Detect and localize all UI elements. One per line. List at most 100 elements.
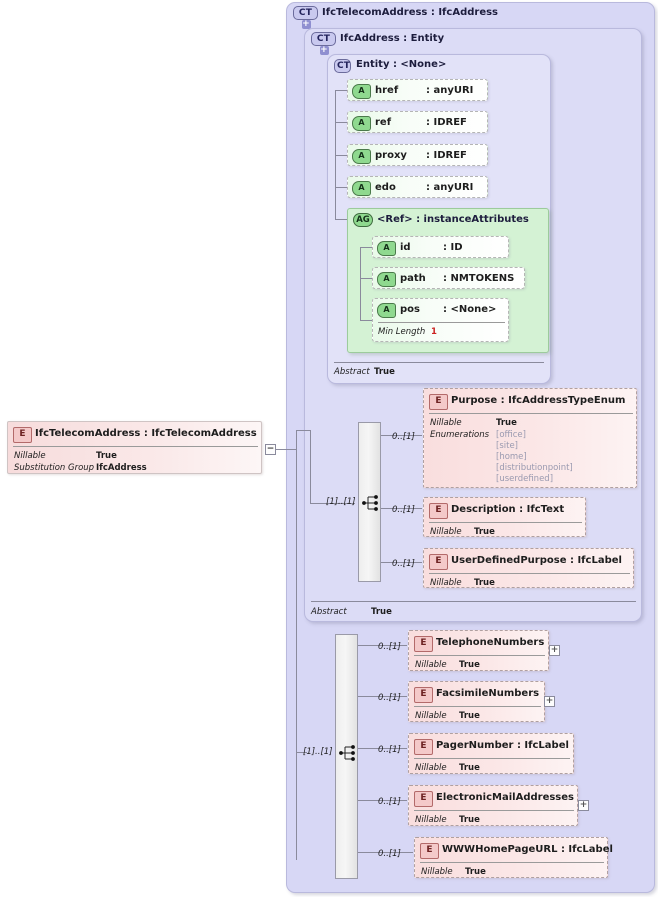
prop-value-nillable: True	[459, 763, 480, 773]
attribute-id[interactable]: A id : ID	[372, 236, 509, 258]
element-userdefinedpurpose[interactable]: E UserDefinedPurpose : IfcLabel Nillable…	[423, 548, 634, 588]
sequence-occurrence-upper: [1]..[1]	[326, 497, 356, 507]
element-separator	[429, 573, 630, 574]
abstract-separator-inner	[334, 362, 544, 363]
attribute-badge-icon: A	[352, 149, 371, 164]
container-title-middle: IfcAddress : Entity	[340, 33, 445, 44]
element-separator	[420, 862, 604, 863]
connector-branch-upper	[296, 430, 310, 431]
prop-value-nillable: True	[459, 711, 480, 721]
attribute-name: proxy	[375, 150, 407, 161]
element-purpose[interactable]: E Purpose : IfcAddressTypeEnum Nillable …	[423, 388, 637, 488]
element-wwwhomepageurl[interactable]: E WWWHomePageURL : IfcLabel Nillable Tru…	[414, 837, 613, 878]
attribute-name: href	[375, 85, 399, 96]
sequence-compositor-upper[interactable]	[358, 422, 381, 582]
prop-key-nillable: Nillable	[430, 527, 462, 537]
element-badge-icon: E	[420, 843, 439, 859]
connector-ag-trunk	[360, 247, 361, 320]
element-telephonenumbers[interactable]: E TelephoneNumbers Nillable True	[408, 630, 549, 671]
occurrence-telephonenumbers: 0..[1]	[378, 642, 401, 652]
element-separator	[414, 655, 545, 656]
element-title-userdefinedpurpose: UserDefinedPurpose : IfcLabel	[451, 555, 622, 566]
element-badge-icon: E	[414, 636, 433, 652]
element-separator	[13, 446, 258, 447]
attribute-ref[interactable]: A ref : IDREF	[347, 111, 488, 133]
attribute-href[interactable]: A href : anyURI	[347, 79, 488, 101]
occurrence-electronicmailaddresses: 0..[1]	[378, 797, 401, 807]
element-separator	[429, 413, 633, 414]
connector-root-to-container	[276, 449, 286, 450]
occurrence-wwwhomepageurl: 0..[1]	[378, 849, 401, 859]
prop-value-nillable: True	[496, 418, 517, 428]
occurrence-description: 0..[1]	[392, 505, 415, 515]
attribute-badge-icon: A	[352, 84, 371, 99]
sequence-occurrence-lower: [1]..[1]	[303, 747, 333, 757]
container-title-outer: IfcTelecomAddress : IfcAddress	[322, 7, 499, 18]
expand-toggle-facsimilenumbers[interactable]: +	[544, 696, 555, 707]
expand-plus-icon-outer[interactable]: +	[301, 19, 311, 29]
attribute-name: id	[400, 242, 411, 253]
attribute-path[interactable]: A path : NMTOKENS	[372, 267, 525, 289]
element-pagernumber[interactable]: E PagerNumber : IfcLabel Nillable True	[408, 733, 574, 774]
attribute-group-title: <Ref> : instanceAttributes	[377, 214, 529, 225]
element-title-pagernumber: PagerNumber : IfcLabel	[436, 740, 569, 751]
enum-site: [site]	[496, 441, 518, 451]
attribute-badge-icon: A	[377, 303, 396, 318]
abstract-value-middle: True	[371, 607, 392, 617]
complextype-badge-middle: CT+	[311, 32, 336, 55]
attribute-pos[interactable]: A pos : <None> Min Length 1	[372, 298, 509, 342]
collapse-toggle-root[interactable]: −	[265, 444, 276, 455]
element-facsimilenumbers[interactable]: E FacsimileNumbers Nillable True	[408, 681, 545, 722]
expand-toggle-telephonenumbers[interactable]: +	[549, 645, 560, 656]
occurrence-userdefinedpurpose: 0..[1]	[392, 559, 415, 569]
connector-outer-entry	[286, 449, 296, 450]
element-badge-icon: E	[414, 791, 433, 807]
root-element-ifctelecomaddress[interactable]: E IfcTelecomAddress : IfcTelecomAddress …	[7, 421, 262, 474]
enum-userdefined: [userdefined]	[496, 474, 554, 484]
element-description[interactable]: E Description : IfcText Nillable True	[423, 497, 586, 537]
connector-to-sequence-lower	[296, 752, 307, 753]
sequence-icon-lower	[339, 745, 355, 761]
attribute-name: ref	[375, 117, 392, 128]
root-element-title: IfcTelecomAddress : IfcTelecomAddress	[35, 428, 257, 439]
attribute-type: : anyURI	[426, 85, 474, 96]
enum-home: [home]	[496, 452, 527, 462]
connector-edo	[335, 187, 347, 188]
attribute-name: path	[400, 273, 426, 284]
occurrence-pagernumber: 0..[1]	[378, 745, 401, 755]
element-electronicmailaddresses[interactable]: E ElectronicMailAddresses Nillable True	[408, 785, 578, 826]
connector-userdefinedpurpose	[381, 562, 422, 563]
element-separator	[414, 706, 541, 707]
expand-toggle-electronicmailaddresses[interactable]: +	[578, 800, 589, 811]
prop-key-enumerations: Enumerations	[430, 430, 490, 440]
element-title-telephonenumbers: TelephoneNumbers	[436, 637, 545, 648]
sequence-compositor-lower[interactable]	[335, 634, 358, 879]
connector-upper-drop	[310, 430, 311, 504]
attribute-edo[interactable]: A edo : anyURI	[347, 176, 488, 198]
prop-key-nillable: Nillable	[415, 711, 447, 721]
prop-key-nillable: Nillable	[415, 815, 447, 825]
occurrence-facsimilenumbers: 0..[1]	[378, 693, 401, 703]
prop-value-nillable: True	[459, 815, 480, 825]
abstract-separator-middle	[311, 601, 636, 602]
expand-plus-icon-middle[interactable]: +	[319, 45, 329, 55]
enum-distributionpoint: [distributionpoint]	[496, 463, 573, 473]
element-badge-icon: E	[13, 427, 32, 443]
attribute-proxy[interactable]: A proxy : IDREF	[347, 144, 488, 166]
root-prop-value-substitution-group: IfcAddress	[96, 463, 147, 473]
connector-path	[360, 278, 372, 279]
attribute-type: : <None>	[443, 304, 497, 315]
element-badge-icon: E	[414, 687, 433, 703]
connector-proxy	[335, 155, 347, 156]
connector-to-sequence-upper	[310, 503, 355, 504]
attributegroup-badge-icon: AG	[353, 213, 373, 227]
connector-electronicmailaddresses	[358, 800, 407, 801]
connector-id	[360, 247, 372, 248]
prop-value-nillable: True	[465, 867, 486, 877]
prop-value-nillable: True	[474, 578, 495, 588]
prop-value-nillable: True	[474, 527, 495, 537]
prop-key-nillable: Nillable	[415, 660, 447, 670]
prop-key-nillable: Nillable	[415, 763, 447, 773]
element-badge-icon: E	[429, 503, 448, 519]
connector-wwwhomepageurl	[358, 852, 413, 853]
